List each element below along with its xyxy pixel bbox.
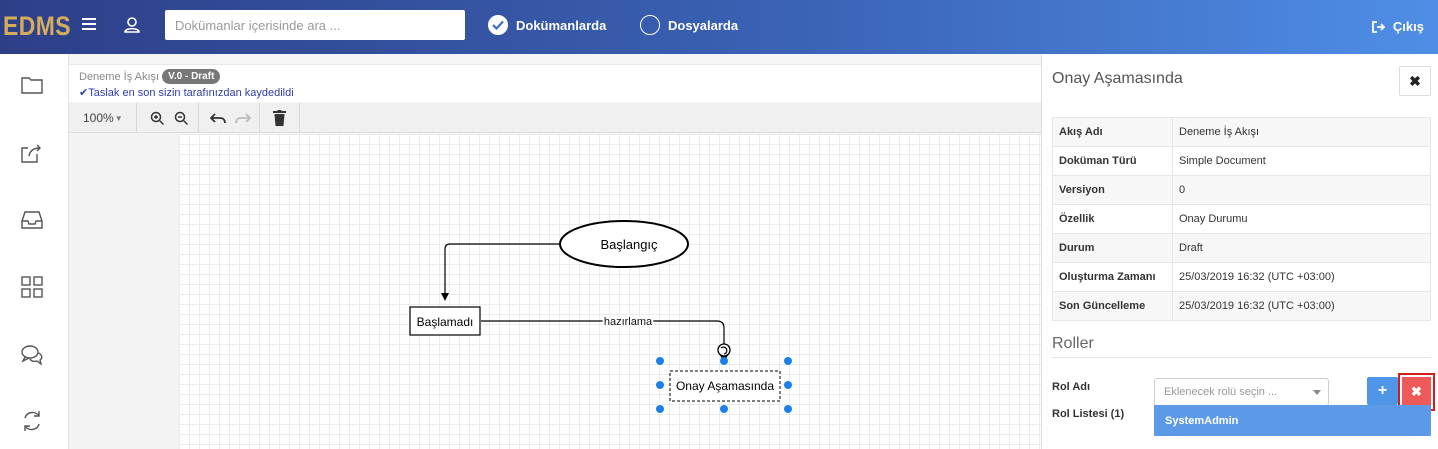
add-role-button[interactable]: + bbox=[1367, 377, 1398, 405]
toolbar-divider bbox=[198, 103, 199, 133]
role-name-label: Rol Adı bbox=[1052, 381, 1091, 393]
inbox-icon[interactable] bbox=[19, 207, 45, 233]
info-value: Deneme İş Akışı bbox=[1172, 117, 1431, 147]
editor-toolbar: 100% ▼ bbox=[69, 103, 1041, 133]
info-key: Akış Adı bbox=[1052, 117, 1173, 147]
check-icon: ✔ bbox=[79, 87, 89, 99]
close-icon: ✖ bbox=[1411, 384, 1422, 399]
divider bbox=[1052, 357, 1431, 358]
edge-label: hazırlama bbox=[604, 316, 653, 328]
selection-handles[interactable] bbox=[656, 357, 792, 413]
folder-icon[interactable] bbox=[19, 72, 45, 98]
edge-box-to-selected bbox=[481, 320, 728, 363]
role-select-placeholder: Eklenecek rolü seçin ... bbox=[1164, 386, 1278, 398]
zoom-in-icon bbox=[150, 111, 165, 125]
redo-icon bbox=[235, 113, 251, 124]
chevron-down-icon: ▼ bbox=[114, 113, 123, 123]
status-node-label: Başlamadı bbox=[417, 315, 474, 329]
info-value: Onay Durumu bbox=[1172, 204, 1431, 234]
close-button[interactable]: ✖ bbox=[1399, 66, 1431, 96]
editor-header: Deneme İş Akışı V.0 - Draft ✔Taslak en s… bbox=[69, 64, 1041, 102]
panel-title: Onay Aşamasında bbox=[1052, 70, 1183, 87]
workflow-name: Deneme İş Akışı bbox=[79, 70, 160, 83]
saved-message: ✔Taslak en son sizin tarafınızdan kayded… bbox=[79, 86, 294, 99]
roles-title: Roller bbox=[1052, 335, 1094, 352]
version-badge: V.0 - Draft bbox=[162, 69, 221, 84]
workflow-editor: Deneme İş Akışı V.0 - Draft ✔Taslak en s… bbox=[69, 54, 1041, 449]
radio-files[interactable]: Dosyalarda bbox=[640, 15, 738, 35]
zoom-out-icon bbox=[174, 111, 189, 125]
role-list-label: Rol Listesi (1) bbox=[1052, 408, 1125, 420]
zoom-value: 100% bbox=[83, 111, 114, 125]
delete-button[interactable] bbox=[273, 103, 286, 133]
sync-icon[interactable] bbox=[19, 408, 45, 434]
role-list-item[interactable]: SystemAdmin bbox=[1154, 405, 1431, 436]
user-icon[interactable] bbox=[123, 16, 141, 39]
zoom-in-button[interactable] bbox=[150, 103, 165, 133]
check-icon bbox=[488, 15, 508, 35]
search-input[interactable] bbox=[165, 10, 465, 40]
toolbar-divider bbox=[136, 103, 137, 133]
radio-files-label: Dosyalarda bbox=[668, 17, 739, 33]
rotate-handle-icon[interactable] bbox=[717, 343, 731, 357]
remove-role-button[interactable]: ✖ bbox=[1402, 377, 1431, 407]
undo-icon bbox=[210, 113, 226, 124]
toolbar-divider bbox=[299, 103, 300, 133]
info-key: Son Güncelleme bbox=[1052, 291, 1173, 321]
diagram-canvas[interactable]: hazırlama Başlangıç Başlamadı Onay Aşama… bbox=[179, 134, 1041, 449]
toolbar-divider bbox=[259, 103, 260, 133]
grid-icon[interactable] bbox=[19, 274, 45, 300]
undo-button[interactable] bbox=[210, 103, 226, 133]
info-value: 25/03/2019 16:32 (UTC +03:00) bbox=[1172, 262, 1431, 292]
canvas-margin bbox=[69, 134, 179, 449]
selected-node[interactable]: Onay Aşamasında bbox=[669, 370, 781, 402]
logout-label: Çıkış bbox=[1392, 19, 1424, 34]
workflow-title: Deneme İş Akışı V.0 - Draft bbox=[79, 69, 221, 84]
zoom-out-button[interactable] bbox=[174, 103, 189, 133]
radio-documents-label: Dokümanlarda bbox=[516, 17, 607, 33]
menu-icon[interactable] bbox=[82, 18, 96, 32]
chevron-down-icon bbox=[1313, 390, 1321, 395]
redo-button[interactable] bbox=[235, 103, 251, 133]
info-key: Oluşturma Zamanı bbox=[1052, 262, 1173, 292]
top-bar: EDMS Dokümanlarda Dosyalarda Çıkış bbox=[0, 0, 1438, 54]
plus-icon: + bbox=[1377, 382, 1388, 399]
logout-button[interactable]: Çıkış bbox=[1372, 19, 1424, 34]
trash-icon bbox=[273, 110, 286, 126]
chat-icon[interactable] bbox=[19, 342, 45, 368]
info-value: Simple Document bbox=[1172, 146, 1431, 176]
info-key: Özellik bbox=[1052, 204, 1173, 234]
logo[interactable]: EDMS bbox=[3, 11, 72, 41]
info-value: Draft bbox=[1172, 233, 1431, 263]
info-key: Versiyon bbox=[1052, 175, 1173, 205]
edge-start-to-box bbox=[441, 243, 560, 301]
role-select[interactable]: Eklenecek rolü seçin ... bbox=[1154, 378, 1329, 406]
start-node-label: Başlangıç bbox=[600, 237, 658, 252]
info-key: Doküman Türü bbox=[1052, 146, 1173, 176]
selected-node-label: Onay Aşamasında bbox=[676, 379, 774, 393]
info-value: 25/03/2019 16:32 (UTC +03:00) bbox=[1172, 291, 1431, 321]
radio-documents[interactable]: Dokümanlarda bbox=[488, 15, 606, 35]
info-value: 0 bbox=[1172, 175, 1431, 205]
sidebar bbox=[0, 54, 69, 449]
saved-message-text: Taslak en son sizin tarafınızdan kaydedi… bbox=[88, 87, 294, 99]
share-icon[interactable] bbox=[19, 140, 45, 166]
start-node[interactable]: Başlangıç bbox=[559, 220, 689, 268]
status-node[interactable]: Başlamadı bbox=[409, 306, 481, 336]
close-icon: ✖ bbox=[1409, 72, 1421, 89]
info-key: Durum bbox=[1052, 233, 1173, 263]
logout-icon bbox=[1372, 20, 1386, 33]
radio-empty-icon bbox=[640, 15, 660, 35]
zoom-select[interactable]: 100% ▼ bbox=[83, 103, 123, 133]
